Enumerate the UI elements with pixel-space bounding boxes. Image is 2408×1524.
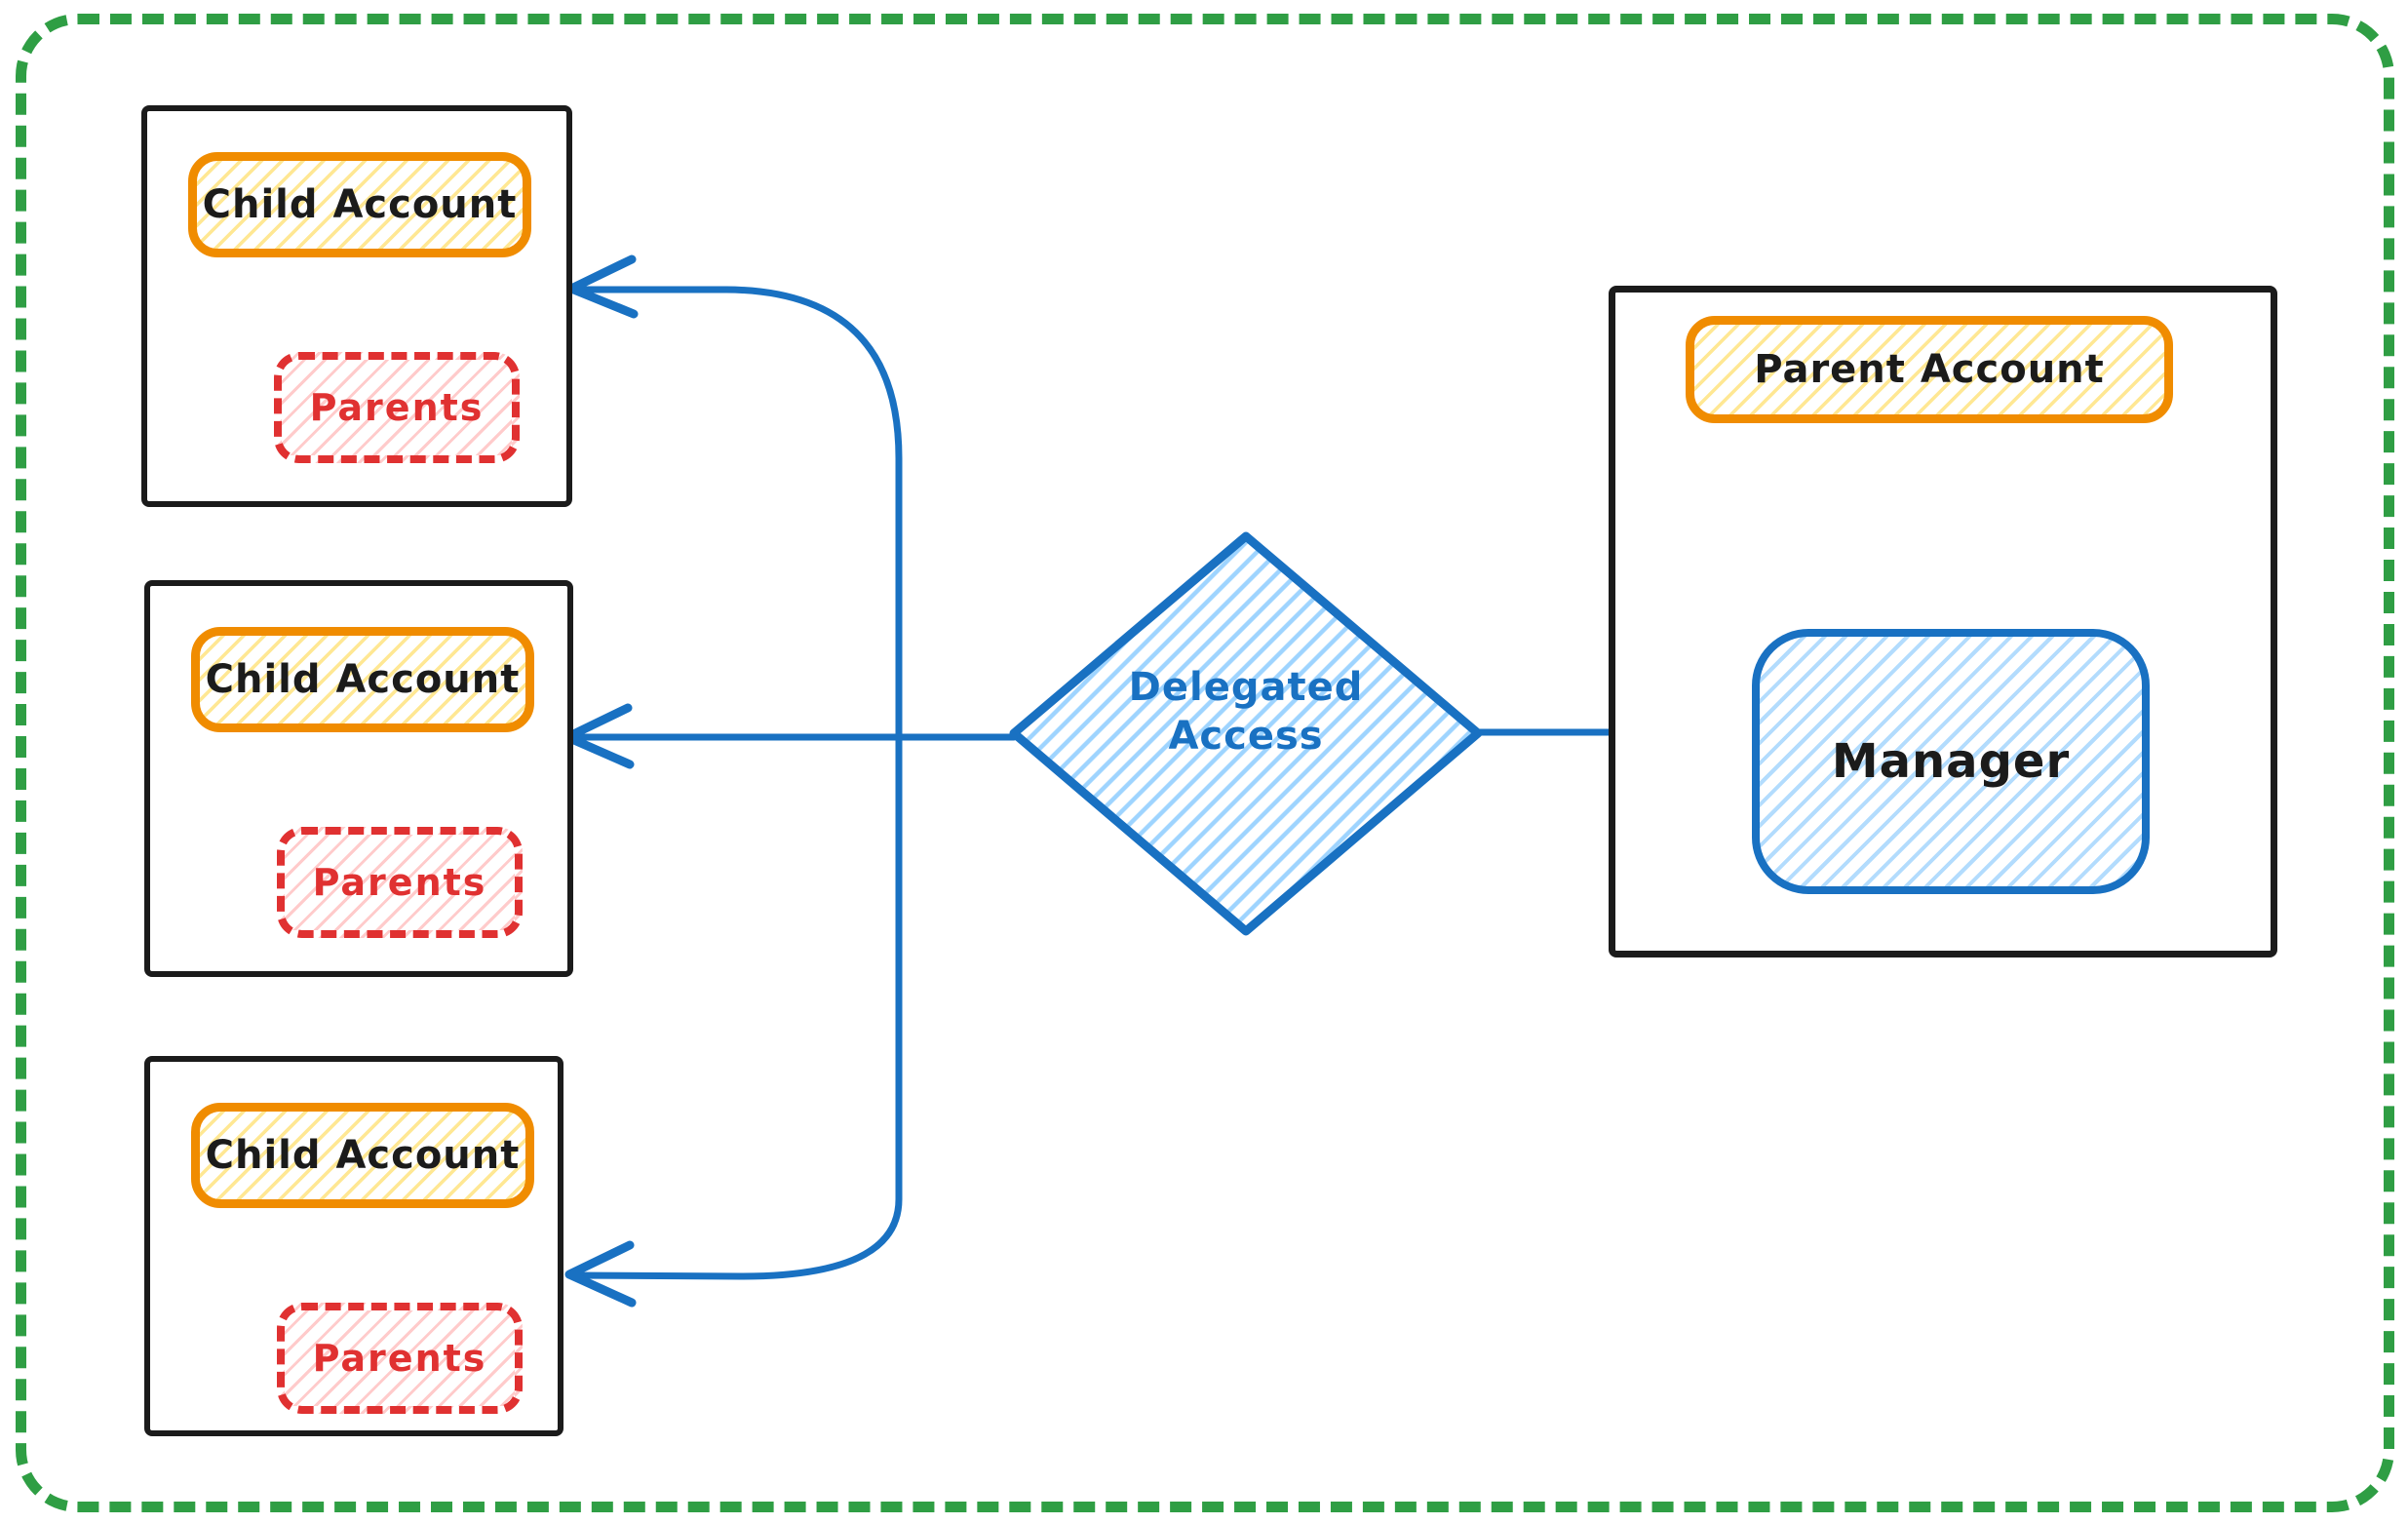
child-account-box-1: Child Account Parents	[141, 105, 572, 507]
child-account-label-pill-1: Child Account	[188, 152, 531, 257]
child-account-box-3: Child Account Parents	[144, 1056, 563, 1436]
child-account-title-1: Child Account	[202, 182, 518, 227]
parents-badge-2: Parents	[277, 827, 523, 938]
child-account-title-2: Child Account	[205, 657, 521, 702]
parents-label-1: Parents	[309, 386, 485, 429]
manager-label: Manager	[1831, 734, 2071, 789]
delegated-access-line2: Access	[1168, 714, 1324, 759]
child-account-box-2: Child Account Parents	[144, 580, 573, 977]
parent-account-box: Parent Account Manager	[1609, 286, 2277, 957]
child-account-label-pill-3: Child Account	[191, 1103, 534, 1208]
delegated-access-line1: Delegated	[1128, 665, 1364, 710]
parents-badge-1: Parents	[274, 352, 520, 463]
arrow-to-child-3-head	[564, 1240, 637, 1308]
parents-badge-3: Parents	[277, 1303, 523, 1414]
parents-label-3: Parents	[312, 1337, 487, 1380]
manager-box: Manager	[1752, 629, 2150, 894]
parent-account-title: Parent Account	[1754, 347, 2105, 392]
parent-account-label-pill: Parent Account	[1686, 316, 2173, 423]
parents-label-2: Parents	[312, 861, 487, 904]
child-account-label-pill-2: Child Account	[191, 627, 534, 732]
child-account-title-3: Child Account	[205, 1133, 521, 1178]
green-dashed-frame	[16, 14, 2394, 1512]
delegated-access-label: Delegated Access	[1051, 663, 1441, 761]
arrow-to-child-1-and-3-line	[569, 286, 903, 1280]
